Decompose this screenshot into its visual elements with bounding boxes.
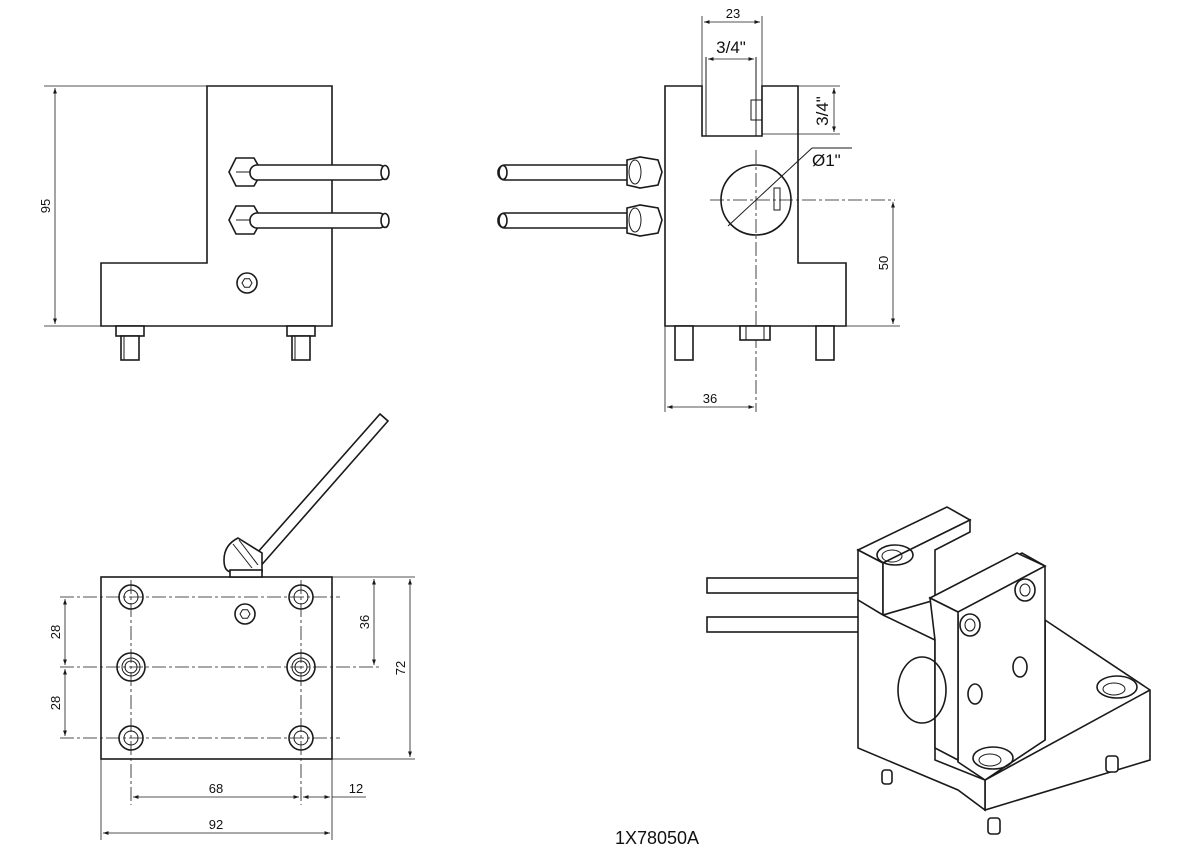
dim-base-width: 92 <box>209 817 223 832</box>
iso-hole-features <box>876 544 1138 770</box>
dowel-pins <box>115 325 316 361</box>
angled-tube-fitting <box>223 412 390 578</box>
dim-hole-spacing-lower: 28 <box>48 696 63 710</box>
dim-slot-width: 3/4" <box>716 38 746 57</box>
front-view: 95 <box>38 85 390 361</box>
dim-hole-pitch-x: 68 <box>209 781 223 796</box>
mounting-holes <box>116 584 316 751</box>
tube-fitting-upper <box>228 157 390 187</box>
tube-fitting-lower <box>228 205 390 235</box>
dim-base-depth: 72 <box>393 661 408 675</box>
dim-center-to-edge: 36 <box>357 615 372 629</box>
dim-bore-diameter: Ø1" <box>812 151 841 170</box>
part-number: 1X78050A <box>615 828 699 848</box>
tube-fitting-left-lower <box>497 204 663 237</box>
dim-edge-offset: 12 <box>349 781 363 796</box>
dim-front-height: 95 <box>38 199 53 213</box>
dim-bore-offset: 36 <box>703 391 717 406</box>
bottom-view: 28 28 36 72 68 12 92 <box>48 412 415 840</box>
tube-fitting-left-upper <box>497 156 663 189</box>
dim-top-slot-width: 23 <box>726 6 740 21</box>
isometric-view <box>706 506 1151 835</box>
dim-slot-depth: 3/4" <box>813 96 832 126</box>
dim-bore-height: 50 <box>876 256 891 270</box>
dim-hole-spacing-upper: 28 <box>48 625 63 639</box>
side-view: 23 3/4" 3/4" Ø1" 50 36 <box>497 6 900 412</box>
